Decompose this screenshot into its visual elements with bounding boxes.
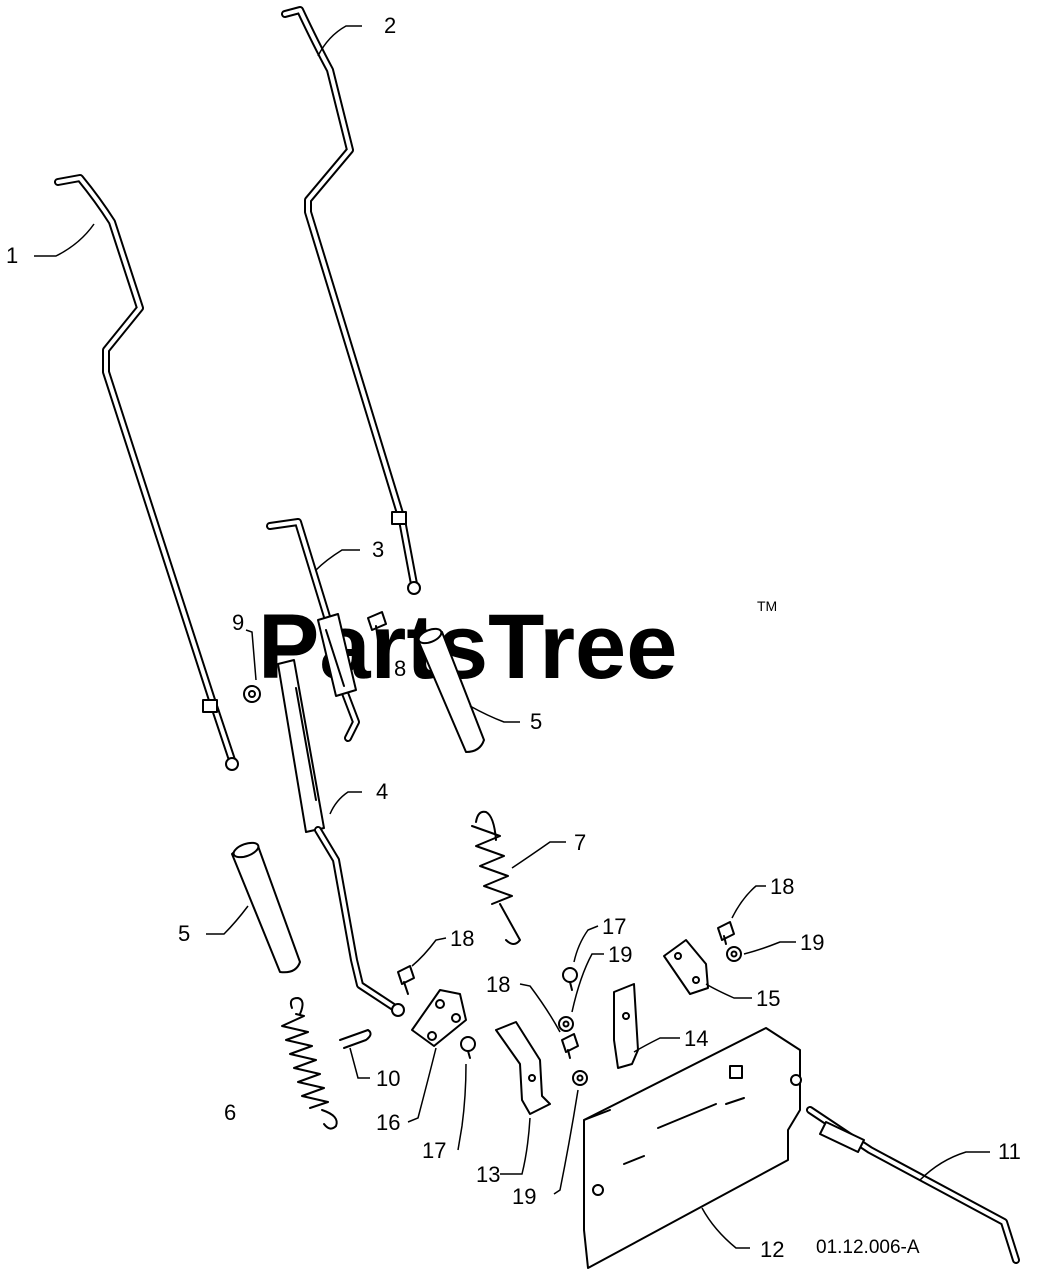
callout-19-lower: 19 <box>512 1184 536 1209</box>
part-7-extension-spring[interactable] <box>471 810 521 945</box>
callout-5-upper: 5 <box>530 709 542 734</box>
watermark-trademark: TM <box>757 598 777 614</box>
callout-10: 10 <box>376 1066 400 1091</box>
callout-17-lower: 17 <box>422 1138 446 1163</box>
part-10-hairpin-clip[interactable] <box>339 1029 372 1049</box>
part-9-nut[interactable] <box>243 685 261 703</box>
part-2-lift-rod[interactable] <box>281 6 421 595</box>
part-16-plate[interactable] <box>411 989 467 1047</box>
leader-lines <box>34 25 990 1249</box>
callout-19-right: 19 <box>800 930 824 955</box>
callout-1: 1 <box>6 243 18 268</box>
part-19-nut[interactable] <box>726 946 742 962</box>
part-6-extension-spring[interactable] <box>281 997 338 1130</box>
callout-16: 16 <box>376 1110 400 1135</box>
callout-18-left: 18 <box>450 926 474 951</box>
callout-6: 6 <box>224 1100 236 1125</box>
part-1-lift-rod[interactable] <box>54 174 239 771</box>
part-17-bolt[interactable] <box>460 1036 476 1059</box>
part-12-plate[interactable] <box>583 1027 802 1269</box>
callout-12: 12 <box>760 1237 784 1262</box>
callout-2: 2 <box>384 13 396 38</box>
callout-4: 4 <box>376 779 388 804</box>
watermark-brand: PartsTree <box>258 596 677 698</box>
callout-5-lower: 5 <box>178 921 190 946</box>
part-19-nut[interactable] <box>558 1016 574 1032</box>
part-13-bracket[interactable] <box>495 1021 551 1115</box>
drawing-code: 01.12.006-A <box>816 1237 920 1258</box>
callout-14: 14 <box>684 1026 708 1051</box>
part-17-bolt[interactable] <box>562 967 578 991</box>
part-8-bolt[interactable] <box>367 611 387 641</box>
callout-18-right: 18 <box>770 874 794 899</box>
callout-19-upper: 19 <box>608 942 632 967</box>
part-18-bolt[interactable] <box>397 965 415 995</box>
callout-9: 9 <box>232 610 244 635</box>
callout-11: 11 <box>998 1139 1021 1164</box>
callout-3: 3 <box>372 537 384 562</box>
part-18-bolt[interactable] <box>561 1033 579 1059</box>
part-11-rod[interactable] <box>806 1106 1020 1264</box>
callout-13: 13 <box>476 1162 500 1187</box>
part-19-nut[interactable] <box>572 1070 588 1086</box>
callout-18-middle: 18 <box>486 972 510 997</box>
part-5-grip-lower[interactable] <box>231 840 301 974</box>
part-5-grip-upper[interactable] <box>417 626 485 753</box>
callout-8: 8 <box>394 656 406 681</box>
callout-7: 7 <box>574 830 586 855</box>
callout-15: 15 <box>756 986 780 1011</box>
part-14-bracket[interactable] <box>613 983 639 1069</box>
callout-17-upper: 17 <box>602 914 626 939</box>
part-4-lift-link[interactable] <box>277 659 405 1017</box>
part-18-bolt[interactable] <box>717 921 735 945</box>
part-15-plate[interactable] <box>663 939 709 995</box>
part-3-lift-link[interactable] <box>266 518 360 742</box>
